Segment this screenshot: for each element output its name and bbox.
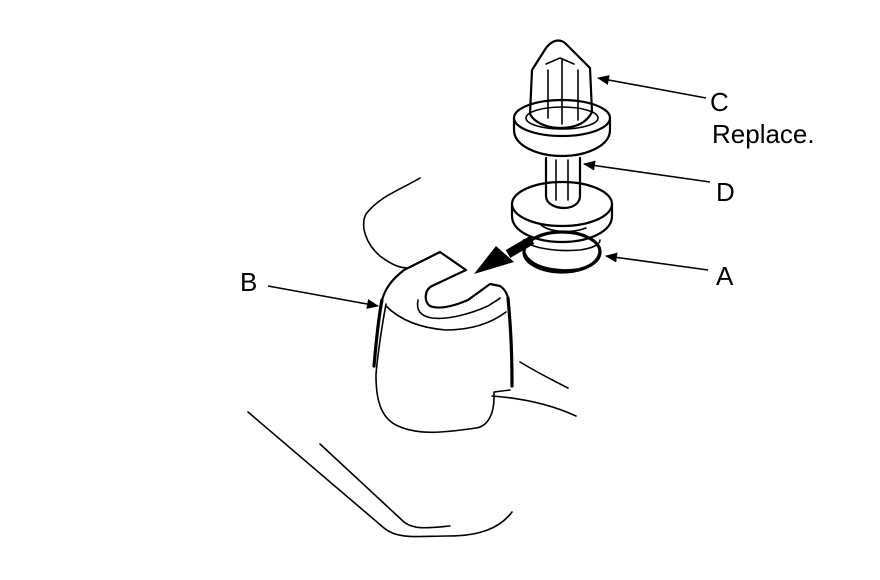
leader-line-b [267, 285, 379, 309]
leader-line-d [583, 160, 711, 183]
leader-line-a [605, 252, 709, 271]
callout-a-label: A [716, 261, 734, 291]
leader-line-c [597, 75, 707, 99]
callout-c-label: C [710, 87, 729, 117]
clip-holder-b [372, 250, 514, 434]
callout-c-note: Replace. [712, 119, 815, 149]
callout-b-label: B [240, 267, 258, 297]
mounting-panel [247, 177, 577, 538]
clip-pin [510, 39, 614, 244]
callout-d-label: D [716, 177, 735, 207]
